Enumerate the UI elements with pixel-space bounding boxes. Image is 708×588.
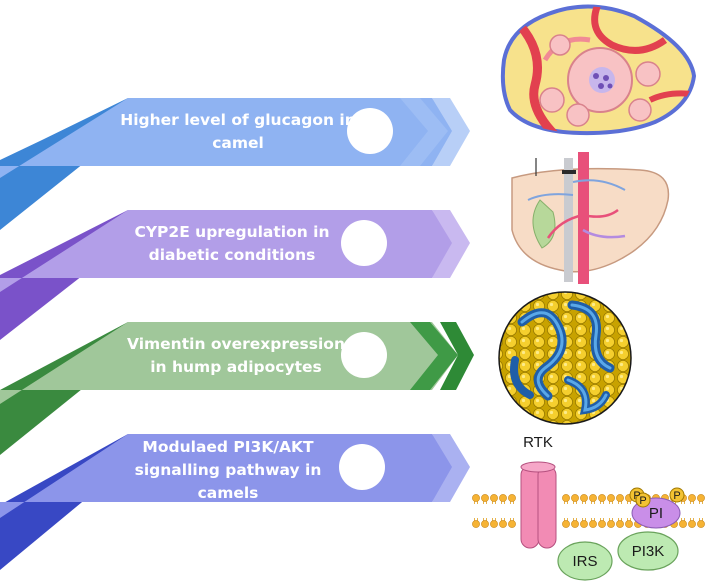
row-1-chevron-2 [432, 98, 470, 166]
lipid-head [697, 520, 705, 528]
row-3-chevron-1 [410, 322, 458, 390]
lipid-head [697, 494, 705, 502]
row-1-arrow-band [0, 98, 458, 178]
pi-label: PI [649, 505, 663, 522]
phosphate-label-1: P [633, 490, 640, 502]
row-2-marker-circle [341, 220, 387, 266]
lipid-head [688, 494, 696, 502]
row-2-arrow: CYP2E upregulation in diabetic condition… [0, 210, 470, 340]
lipid-head [625, 520, 633, 528]
rtk-label: RTK [523, 434, 553, 451]
row-3-label-line-2: in hump adipocytes [150, 358, 322, 376]
lipid-head [508, 520, 516, 528]
row-4-arrow: Modulaed PI3K/AKT signalling pathway in … [0, 434, 470, 570]
row-4-marker-circle [339, 444, 385, 490]
row-1-label-line-2: camel [212, 134, 264, 152]
rtk-receptor-left [520, 465, 540, 549]
row-4-chevron-1 [400, 434, 448, 502]
row-3-chevron-2 [440, 322, 474, 390]
row-2-chevron-2 [432, 210, 470, 278]
lipid-head [481, 520, 489, 528]
irs-molecule [557, 541, 613, 581]
phosphate-label-2: P [639, 495, 646, 507]
phosphate-label-3: P [673, 490, 680, 502]
lipid-head [490, 494, 498, 502]
lipid-head [607, 520, 615, 528]
lipid-head [616, 494, 624, 502]
row-3-arrow-band [0, 322, 458, 404]
row-3-arrow: Vimentin overexpression in hump adipocyt… [0, 322, 474, 455]
irs-label: IRS [572, 553, 597, 570]
lipid-head [580, 520, 588, 528]
row-1-marker-circle [347, 108, 393, 154]
row-3-marker-circle [341, 332, 387, 378]
lipid-head [616, 520, 624, 528]
phosphate-3 [669, 487, 685, 503]
row-2-chevron-1 [400, 210, 448, 278]
rtk-receptor-right [537, 465, 557, 549]
pi3k-molecule [617, 531, 679, 571]
lipid-head [571, 520, 579, 528]
lipid-head [598, 494, 606, 502]
lipid-head [562, 520, 570, 528]
lipid-head [562, 494, 570, 502]
lipid-head [499, 520, 507, 528]
lipid-head [589, 494, 597, 502]
row-4-label-line-2: signalling pathway in [135, 461, 322, 479]
lipid-head [607, 494, 615, 502]
liver-illustration [511, 152, 670, 284]
lipid-head [481, 494, 489, 502]
membrane-receptor-illustration: RTK PI P P P PI3K IRS [472, 434, 705, 581]
row-3-label-line-1: Vimentin overexpression [127, 335, 345, 353]
row-2-label-line-2: diabetic conditions [149, 246, 316, 264]
lipid-head [472, 520, 480, 528]
lipid-head [499, 494, 507, 502]
lipid-head [679, 520, 687, 528]
phosphate-2 [635, 492, 651, 508]
row-1-arrow: Higher level of glucagon in camel [0, 98, 470, 230]
lipid-head [688, 520, 696, 528]
lipid-head [598, 520, 606, 528]
adipocyte-illustration [498, 291, 632, 425]
row-1-chevron-1 [400, 98, 448, 166]
row-2-label-line-1: CYP2E upregulation in [134, 223, 329, 241]
lipid-head [508, 494, 516, 502]
lipid-head [472, 494, 480, 502]
row-4-chevron-2 [432, 434, 470, 502]
row-1-label-line-1: Higher level of glucagon in [120, 111, 356, 129]
row-2-arrow-band [0, 210, 458, 292]
pi3k-label: PI3K [632, 543, 665, 560]
row-4-label-line-3: camels [198, 484, 259, 502]
row-4-label-line-1: Modulaed PI3K/AKT [142, 438, 314, 456]
pancreas-islet-illustration [500, 4, 697, 136]
lipid-head [580, 494, 588, 502]
lipid-head [589, 520, 597, 528]
lipid-head [571, 494, 579, 502]
lipid-head [490, 520, 498, 528]
